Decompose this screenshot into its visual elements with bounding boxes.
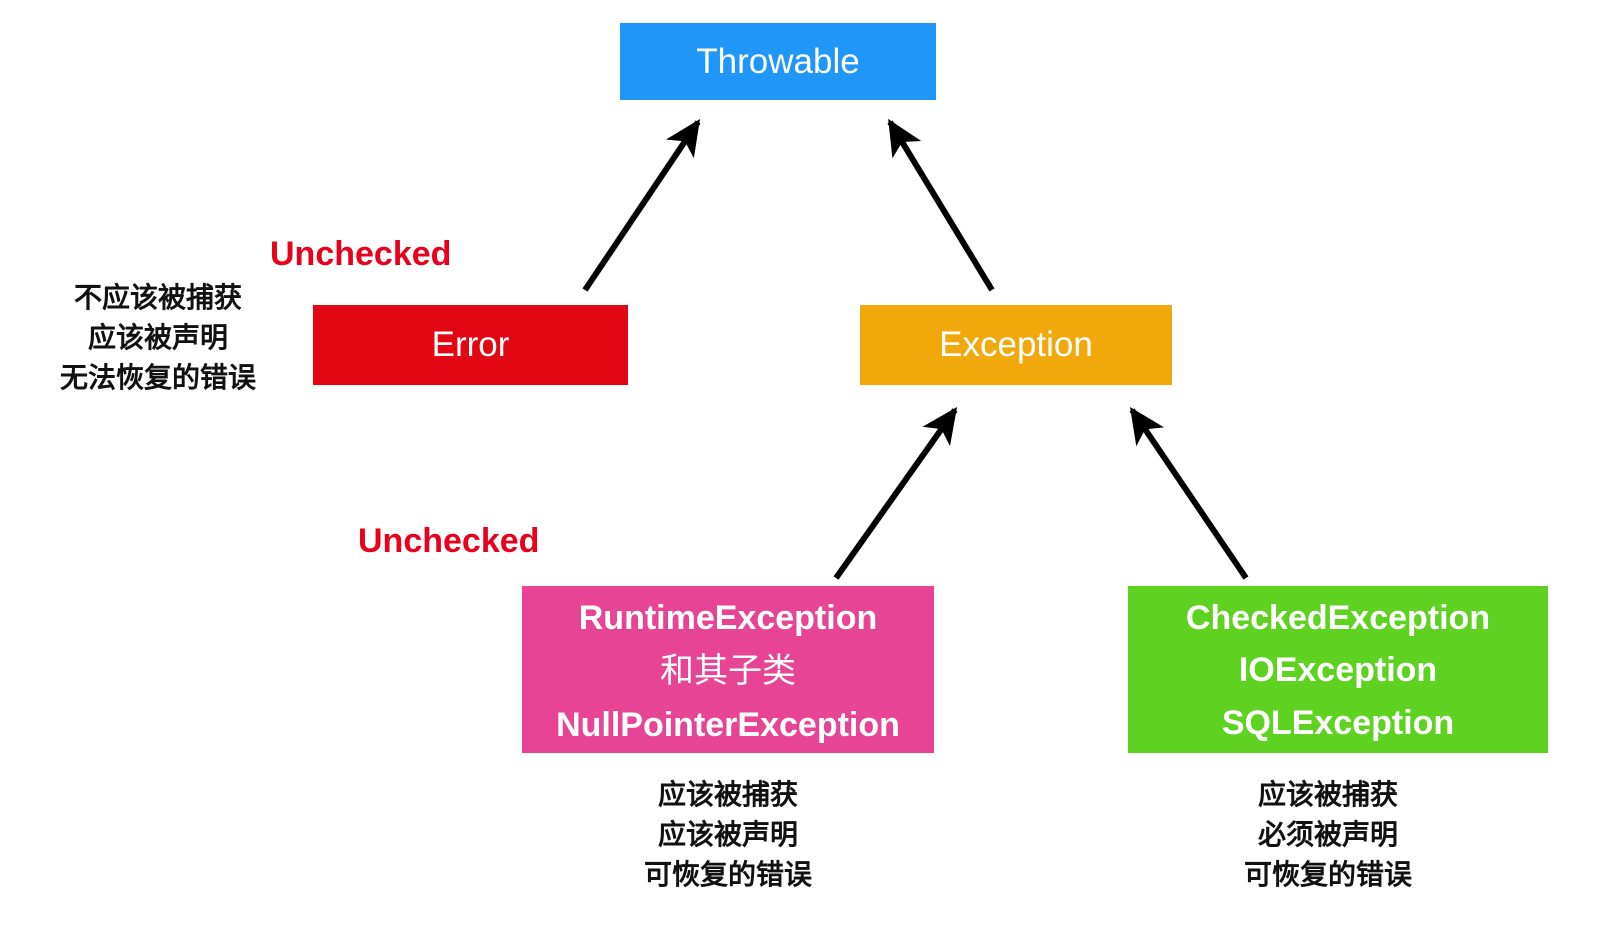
edge-error-to-throwable — [582, 119, 701, 292]
node-error[interactable]: Error — [313, 305, 628, 385]
caption-error-line-2: 应该被声明 — [87, 321, 228, 353]
node-throwable[interactable]: Throwable — [620, 23, 936, 100]
badge-unchecked-runtime: Unchecked — [358, 522, 540, 560]
edge-runtime-to-exception — [833, 407, 958, 580]
caption-runtime-line-2: 应该被声明 — [657, 818, 798, 850]
node-checked-exception-line-2: IOException — [1238, 651, 1438, 690]
node-checked-exception-line-3: SQLException — [1221, 703, 1455, 742]
node-error-label: Error — [431, 325, 510, 365]
edge-exception-to-throwable — [887, 118, 995, 292]
node-checked-exception[interactable]: CheckedException IOException SQLExceptio… — [1128, 586, 1548, 753]
caption-checked-exception: 应该被捕获 必须被声明 可恢复的错误 — [1212, 775, 1444, 894]
node-exception[interactable]: Exception — [860, 305, 1172, 385]
node-runtime-exception-line-2: 和其子类 — [660, 652, 796, 691]
node-runtime-exception-line-3: NullPointerException — [556, 705, 900, 744]
edge-checked-to-exception — [1129, 407, 1249, 580]
caption-error-line-1: 不应该被捕获 — [73, 282, 242, 313]
caption-error: 不应该被捕获 应该被声明 无法恢复的错误 — [42, 278, 274, 397]
caption-runtime-line-1: 应该被捕获 — [657, 779, 798, 810]
node-runtime-exception[interactable]: RuntimeException 和其子类 NullPointerExcepti… — [522, 586, 934, 753]
caption-checked-line-2: 必须被声明 — [1257, 818, 1398, 850]
caption-error-line-3: 无法恢复的错误 — [59, 361, 256, 393]
node-throwable-label: Throwable — [696, 41, 860, 81]
badge-unchecked-error: Unchecked — [270, 235, 452, 273]
caption-checked-line-1: 应该被捕获 — [1257, 779, 1398, 810]
node-exception-label: Exception — [939, 325, 1093, 365]
caption-checked-line-3: 可恢复的错误 — [1243, 858, 1412, 890]
caption-runtime-exception: 应该被捕获 应该被声明 可恢复的错误 — [612, 775, 844, 894]
node-runtime-exception-line-1: RuntimeException — [578, 599, 878, 637]
node-checked-exception-line-1: CheckedException — [1185, 599, 1491, 637]
caption-runtime-line-3: 可恢复的错误 — [643, 858, 812, 890]
